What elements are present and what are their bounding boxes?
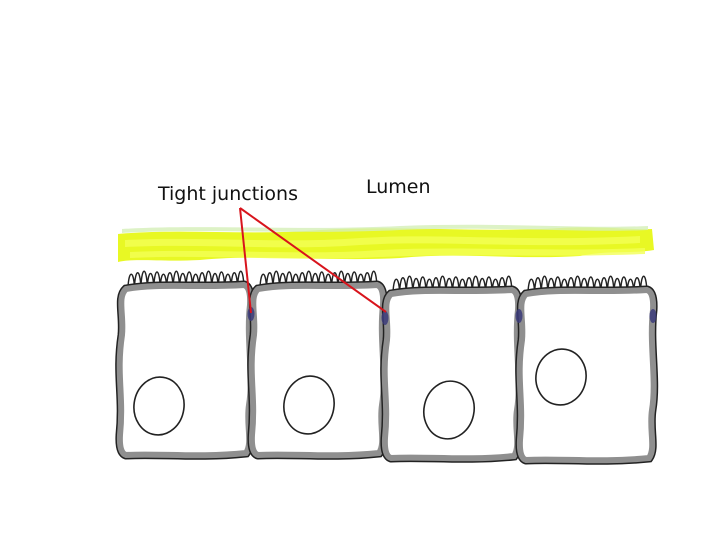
- nucleus: [535, 348, 587, 406]
- mucus-layer: [118, 224, 654, 262]
- cell-3: [380, 275, 524, 463]
- nucleus: [283, 375, 335, 435]
- cell-membrane: [116, 281, 254, 459]
- nucleus: [133, 376, 185, 436]
- pointer-lines: [239, 207, 387, 314]
- cell-membrane: [381, 286, 522, 462]
- pointer-line-to-junction-1: [239, 207, 252, 314]
- tight-junction-marker-1: [247, 307, 255, 321]
- nucleus: [423, 380, 475, 440]
- cell-2: [247, 270, 389, 460]
- pointer-line-to-junction-2: [239, 207, 387, 313]
- tight-junction-marker-2: [381, 311, 389, 325]
- tight-junction-marker-3: [515, 309, 523, 323]
- tight-junction-marker-4: [649, 309, 657, 323]
- cell-row: [115, 270, 659, 465]
- lumen-label: Lumen: [366, 176, 431, 198]
- cell-1: [115, 270, 256, 460]
- cell-4: [515, 275, 659, 465]
- tight-junctions-label: Tight junctions: [157, 183, 298, 205]
